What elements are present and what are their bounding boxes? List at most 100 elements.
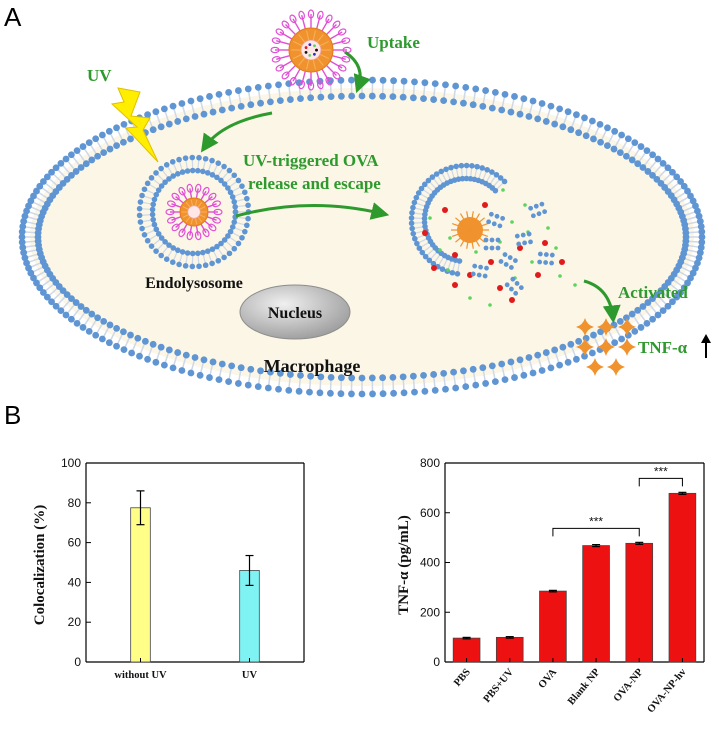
lipid-head xyxy=(682,229,690,237)
ova-green-dot xyxy=(438,248,442,252)
lipid-tail xyxy=(688,231,699,234)
lipid-head xyxy=(469,163,475,169)
lipid-head xyxy=(39,289,47,296)
lipid-tail xyxy=(453,88,457,99)
lipid-head xyxy=(443,166,449,173)
lipid-tail xyxy=(492,368,496,379)
lipid-head xyxy=(654,155,662,163)
lipid-head xyxy=(543,260,549,265)
lipid-head xyxy=(105,339,113,347)
lipid-tail xyxy=(49,178,58,187)
peg-end xyxy=(213,208,223,216)
lipid-tail xyxy=(202,161,206,170)
lipid-tail xyxy=(644,156,652,166)
lipid-head xyxy=(160,105,168,113)
lipid-head xyxy=(244,195,250,202)
lipid-head xyxy=(618,131,626,139)
lipid-head xyxy=(235,240,242,247)
lipid-head xyxy=(229,224,236,230)
lipid-head xyxy=(52,164,60,172)
lipid-tail xyxy=(153,178,161,185)
lipid-head xyxy=(94,314,102,322)
macrophage-label: Macrophage xyxy=(264,356,361,376)
lipid-head xyxy=(106,321,114,329)
lipid-head xyxy=(590,135,597,143)
lipid-tail xyxy=(72,308,80,318)
lipid-tail xyxy=(457,263,460,272)
lipid-tail xyxy=(153,239,161,246)
lipid-head xyxy=(184,250,191,256)
lipid-head xyxy=(409,94,417,102)
ova-green-dot xyxy=(546,226,550,230)
lipid-tail xyxy=(208,162,212,171)
lipid-head xyxy=(430,260,437,267)
lipid-tail xyxy=(213,165,218,173)
peg-end xyxy=(166,200,176,208)
lipid-tail xyxy=(412,84,416,95)
lipid-head xyxy=(237,102,245,110)
lipid-head xyxy=(498,259,504,264)
lipid-head xyxy=(698,228,706,236)
lipid-tail xyxy=(678,270,689,278)
lipid-head xyxy=(697,244,705,251)
lipid-head xyxy=(21,254,29,262)
lipid-head xyxy=(227,189,234,196)
lipid-tail xyxy=(486,173,492,182)
lipid-head xyxy=(421,181,428,188)
lipid-head xyxy=(400,77,408,85)
x-tick-label: Blank NP xyxy=(566,666,603,707)
lipid-tail xyxy=(678,196,689,204)
lipid-head xyxy=(420,95,427,103)
lipid-head xyxy=(79,143,87,150)
lipid-tail xyxy=(257,373,261,384)
core-chain xyxy=(469,229,481,247)
lipid-head xyxy=(170,173,177,179)
lipid-head xyxy=(209,108,217,116)
lipid-head xyxy=(653,291,661,299)
lipid-tail xyxy=(202,254,206,263)
peg-end xyxy=(332,71,341,80)
lipid-head xyxy=(209,172,216,178)
lipid-tail xyxy=(308,379,312,390)
lipid-tail xyxy=(234,192,243,197)
lipid-tail xyxy=(139,343,145,354)
lipid-head xyxy=(244,381,252,389)
lipid-head xyxy=(604,124,611,132)
lipid-tail xyxy=(237,216,246,219)
ova-green-dot xyxy=(488,303,492,307)
lipid-head xyxy=(502,252,508,257)
lipid-head xyxy=(191,113,199,120)
peg-end xyxy=(337,28,347,36)
lipid-tail xyxy=(546,355,551,366)
lipid-head xyxy=(327,373,335,381)
lipid-tail xyxy=(456,168,459,177)
lipid-head xyxy=(511,374,518,381)
lipid-head xyxy=(100,317,108,325)
lipid-tail xyxy=(26,221,37,225)
lipid-head xyxy=(512,258,518,263)
lipid-tail xyxy=(441,173,447,182)
ova-green-dot xyxy=(468,296,472,300)
lipid-tail xyxy=(67,304,75,314)
lipid-head xyxy=(286,371,294,378)
lipid-head xyxy=(206,374,213,381)
lipid-head xyxy=(482,273,488,279)
lipid-tail xyxy=(257,90,261,101)
cargo-dot xyxy=(313,44,316,48)
lipid-tail xyxy=(423,245,432,252)
ova-green-dot xyxy=(573,283,577,287)
lipid-head xyxy=(214,243,220,250)
lipid-tail xyxy=(614,137,621,147)
bar-ova-np xyxy=(625,542,654,663)
lipid-head xyxy=(113,142,120,149)
lipid-tail xyxy=(528,360,534,371)
lipid-head xyxy=(556,105,564,113)
lipid-tail xyxy=(149,184,157,190)
lipid-head xyxy=(450,98,457,106)
lipid-head xyxy=(169,102,177,110)
lipid-head xyxy=(226,167,233,174)
lipid-tail xyxy=(687,221,698,225)
lipid-tail xyxy=(78,152,86,162)
lipid-head xyxy=(189,250,196,257)
lipid-head xyxy=(196,371,204,379)
